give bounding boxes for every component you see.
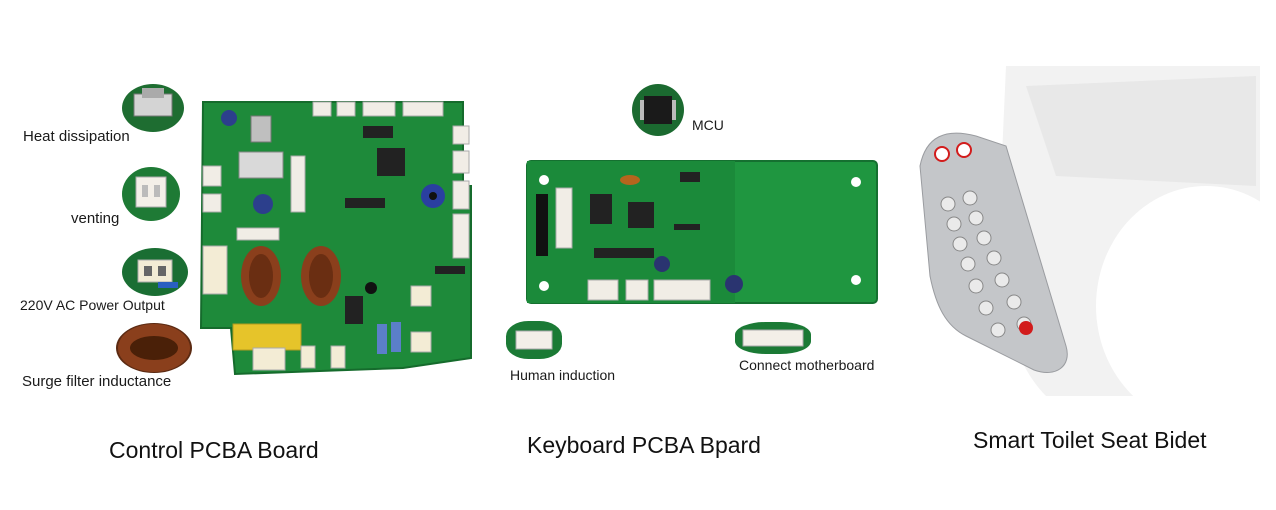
connect-motherboard-label: Connect motherboard [739, 357, 875, 373]
control-board-caption: Control PCBA Board [109, 437, 319, 463]
venting-label: venting [71, 210, 120, 227]
keyboard-pcb-board [526, 160, 878, 304]
human-induction-connector-icon [506, 321, 562, 359]
keyboard-board-caption: Keyboard PCBA Bpard [527, 432, 761, 458]
power-terminal-icon [122, 248, 188, 296]
inductor-coil-icon [116, 323, 192, 373]
human-induction-label: Human induction [510, 367, 616, 383]
mcu-label: MCU [692, 117, 724, 133]
bidet-photo [906, 66, 1260, 396]
power-output-label: 220V AC Power Output [20, 297, 165, 313]
connector-icon [122, 167, 180, 221]
stop-button-icon [1019, 321, 1033, 335]
heatsink-icon [122, 84, 184, 132]
surge-filter-label: Surge filter inductance [22, 373, 172, 390]
bidet-caption: Smart Toilet Seat Bidet [973, 427, 1207, 453]
motherboard-connector-icon [735, 322, 811, 354]
inductor-coil-right [301, 246, 341, 306]
inductor-coil-left [241, 246, 281, 306]
control-pcb-board [199, 101, 472, 376]
heat-dissipation-label: Heat dissipation [23, 128, 130, 145]
mcu-chip-icon [632, 84, 684, 136]
